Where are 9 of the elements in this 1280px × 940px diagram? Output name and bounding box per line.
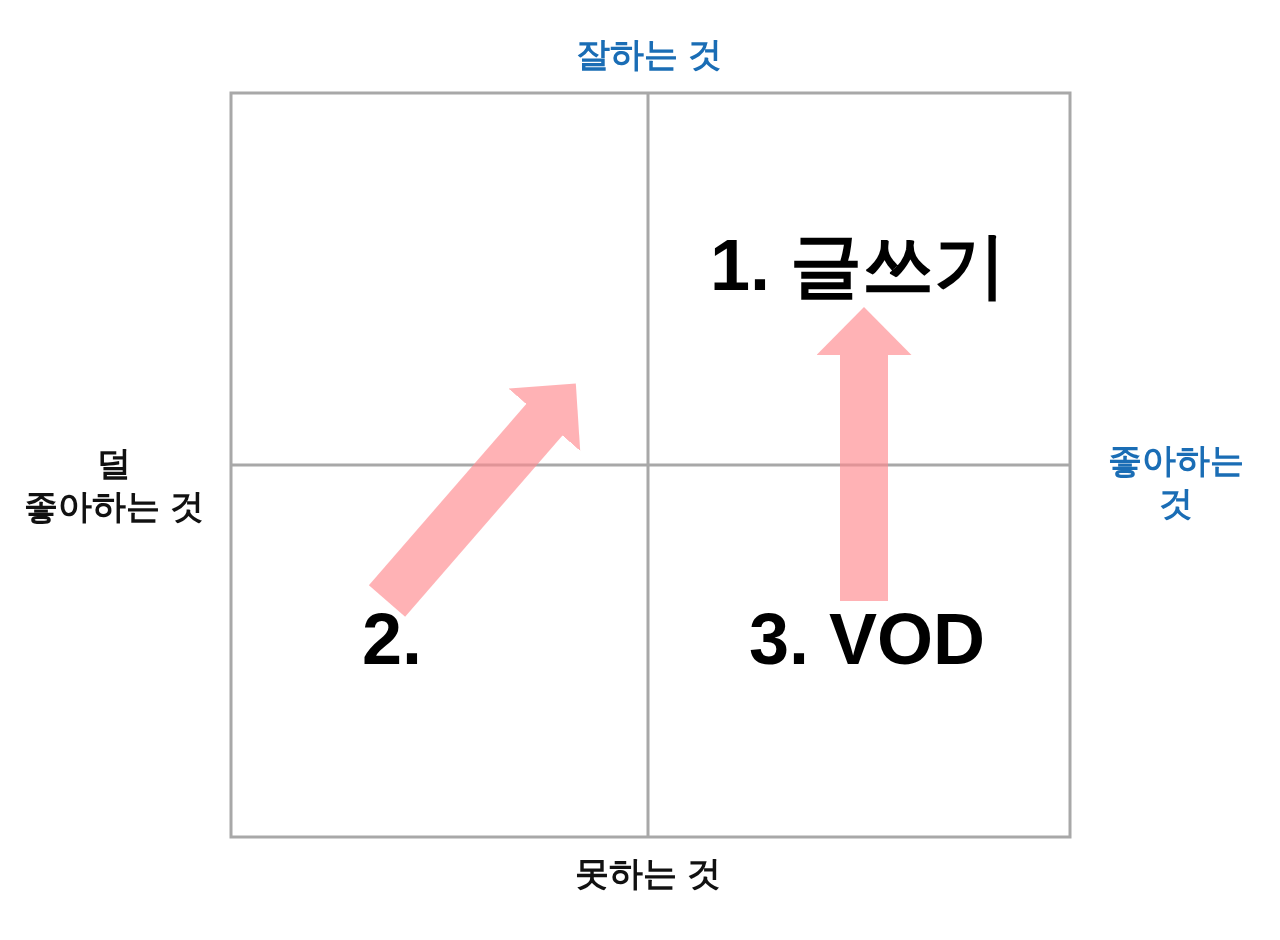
axis-label: 덜 좋아하는 것 [24,442,204,526]
axis-label: 잘하는 것 [576,33,722,75]
axis-label: 못하는 것 [575,852,721,894]
quadrant-item-label: 3. VOD [748,600,986,680]
arrow [816,307,912,601]
arrow [368,383,581,617]
quadrant-item-label: 1. 글쓰기 [709,226,1007,306]
quadrant-item-label: 2. [362,600,422,680]
axis-label: 좋아하는 것 [1108,439,1244,523]
